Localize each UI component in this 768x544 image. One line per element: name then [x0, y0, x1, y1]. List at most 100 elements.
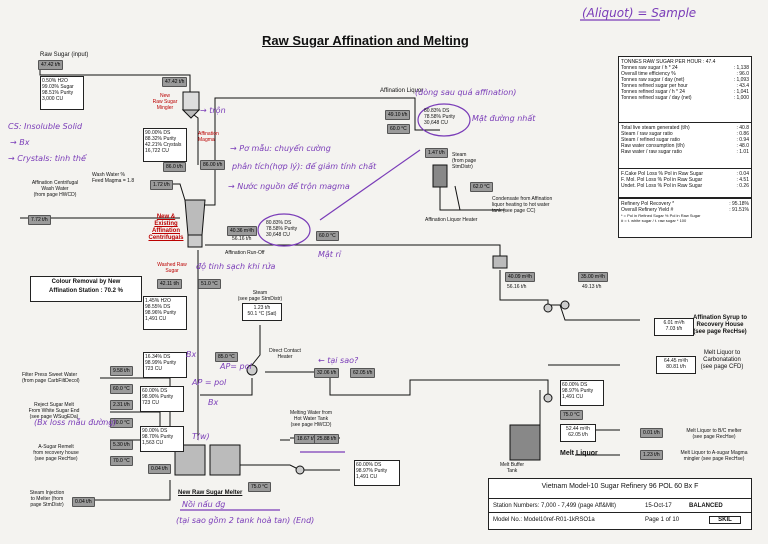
- centrifugals-label: New & Existing Affination Centrifugals: [146, 214, 186, 242]
- tonnes_box-row-value: : 43.4: [736, 83, 749, 89]
- runoff-cu: 30,648 CU: [266, 232, 290, 238]
- melt-vol: 52.44 m³/h: [566, 426, 590, 432]
- recovery-note-2: # = t. white sugar / t. raw sugar * 100: [621, 218, 687, 223]
- carb-vol: 64.45 m³/h: [664, 358, 688, 364]
- tonnes-summary-box: TONNES RAW SUGAR PER HOUR : 47.4 Tonnes …: [618, 56, 752, 126]
- c9000-ds: 90.00% DS: [142, 428, 168, 434]
- mingler-l2: Raw Sugar: [152, 99, 178, 105]
- carb-l2: Carbonatation: [703, 357, 741, 363]
- loss_box-row: Undet. Pol Loss % Pol in Raw Sugar: 0.26: [621, 183, 749, 189]
- loss_box-row-value: : 0.04: [736, 171, 749, 177]
- balance-status: BALANCED: [689, 503, 723, 509]
- tag-buffer-temp: 75.0 °C: [560, 410, 583, 420]
- magma-l2: Magma: [198, 137, 215, 143]
- tag-wash: 1.72 t/h: [150, 180, 173, 190]
- smid-l1: Steam: [252, 290, 268, 296]
- steam_box-row: Total live steam generated (t/h): 40.8: [621, 125, 749, 131]
- steam_box-row: Raw water / raw sugar ratio: 1.01: [621, 149, 749, 155]
- loss_box-row: F. Mol. Pol Loss % Pol in Raw Sugar: 4.5…: [621, 177, 749, 183]
- tonnes_box-row: Overall time efficiency %: 96.0: [621, 71, 749, 77]
- steam_box-row-value: : 0.86: [736, 131, 749, 137]
- loss_box-row-label: F. Mol. Pol Loss % Pol in Raw Sugar: [621, 177, 703, 183]
- mingler-purity: 88.32% Purity: [145, 136, 177, 142]
- c1634-cu: 723 CU: [145, 366, 162, 372]
- cent-l4: Centrifugals: [148, 235, 184, 241]
- hand-tron: → trộn: [200, 106, 226, 115]
- tag-pump1a: 40.09 m³/h: [505, 272, 535, 282]
- tag-remelt: 5.30 t/h: [110, 440, 133, 450]
- tonnes_box-row-label: Tonnes raw sugar / day (net): [621, 77, 685, 83]
- cent-l3: Affination: [152, 228, 180, 234]
- mingler-crystals: 42.21% Crystals: [145, 142, 182, 148]
- melting-water-label: Melting Water from Hot Water Tank (see p…: [283, 410, 339, 428]
- wash-l2: Feed Magma = 1.8: [92, 178, 135, 184]
- affination-liquor-label: Affination Liquor: [380, 88, 424, 94]
- recovery-note-1: * = Pol in Refined Sugar % Pol in Raw Su…: [621, 213, 701, 218]
- tag-reject-temp: 70.0 °C: [110, 418, 133, 428]
- steam_box-row-label: Steam / raw sugar ratio: [621, 131, 673, 137]
- buffer-l2: Tank: [506, 468, 518, 474]
- runoff-mass: 56.16 t/h: [232, 236, 252, 242]
- melt-purity: 98.97% Purity: [562, 388, 594, 394]
- steam_box-row-label: Total live steam generated (t/h): [621, 125, 690, 131]
- tag-steam-inj: 0.04 t/h: [72, 497, 95, 507]
- buffer-l1: Melt Buffer: [499, 462, 525, 468]
- new-melter-label: New Raw Sugar Melter: [178, 490, 243, 496]
- mingler-label: New Raw Sugar Mingler: [150, 93, 180, 111]
- runoff-comp: 80.83% DS 78.58% Purity 30,648 CU: [266, 220, 297, 238]
- cond-l3: tank (see page CC): [492, 208, 536, 214]
- hand-dong-sau: (dòng sau quá affination): [415, 88, 517, 97]
- cwash-l1: Affination Centrifugal: [31, 180, 79, 186]
- liquor-heater-label: Affination Liquor Heater: [425, 217, 478, 223]
- tonnes_box-row: Tonnes raw sugar / h * 24 : 1,138: [621, 65, 749, 71]
- tag-melter-out: 0.04 t/h: [148, 464, 171, 474]
- mingler-cu: 16,722 CU: [145, 148, 169, 154]
- steaminj-l2: to Melter (from: [30, 496, 64, 502]
- hand-insoluble: CS: Insoluble Solid: [8, 122, 83, 131]
- recovery_box-row-value: : 95.18%: [729, 201, 749, 207]
- magma-l1: Affination: [198, 131, 219, 137]
- hand-tw: T(w): [192, 432, 210, 441]
- syrup-flow-box: 6.01 m³/h 7.03 t/h: [654, 318, 694, 336]
- page-number: Page 1 of 10: [645, 517, 680, 523]
- hand-do-tinh-sach: độ tinh sạch khi rửa: [196, 262, 276, 271]
- steam-injection-label: Steam Injection to Melter (from page Stm…: [22, 490, 72, 508]
- hand-ap-pol-2: AP= pol: [220, 362, 252, 371]
- remelt-l1: A-Sugar Remelt: [38, 444, 74, 450]
- melt-mass: 62.05 t/h: [568, 432, 588, 438]
- c1634-ds: 16.34% DS: [145, 354, 171, 360]
- tonnes_box-row-label: Tonnes raw sugar / h * 24: [621, 65, 678, 71]
- runoff-ds: 80.83% DS: [266, 220, 292, 226]
- tonnes_box-row-value: : 1,138: [733, 65, 749, 71]
- mw-l3: (see page HWCD): [290, 422, 332, 428]
- syrup-mass: 7.03 t/h: [665, 326, 683, 332]
- washed-ds: 98.55% DS: [145, 304, 171, 310]
- smid-flow: 1.23 t/h: [253, 305, 271, 311]
- tag-magma2: 86.0 t/h: [163, 162, 186, 172]
- carb-mass: 80.81 t/h: [666, 364, 686, 370]
- tonnes_box-row-value: : 96.0: [736, 71, 749, 77]
- tonnes_box-row: Tonnes refined sugar / h * 24: 1,041: [621, 89, 749, 95]
- recovery-box: Refinery Pol Recovery *: 95.18%Overall R…: [618, 198, 752, 238]
- tag-liquor-out: 62.0 °C: [470, 182, 493, 192]
- affination-magma-label: Affination Magma: [198, 131, 219, 143]
- tag-runoff: 40.36 m³/h: [227, 226, 257, 236]
- c6000a-purity: 98.90% Purity: [142, 394, 174, 400]
- a-sugar-remelt-label: A-Sugar Remelt from recovery house (see …: [22, 444, 90, 462]
- hand-phan-tich: phân tích(hợp lý): để giảm tính chất: [232, 162, 377, 171]
- pol-loss-box: F.Cake Pol Loss % Pol in Raw Sugar : 0.04…: [618, 168, 752, 198]
- colour-l1: Colour Removal by New: [51, 279, 121, 285]
- tag-flow-a: 32.06 t/h: [314, 368, 340, 378]
- hsteam-l2: (from page: [452, 158, 477, 164]
- melt-comp: 60.00% DS 98.97% Purity 1,491 CU: [560, 380, 604, 406]
- loss_box-row-label: F.Cake Pol Loss % Pol in Raw Sugar: [621, 171, 703, 177]
- c9000-purity: 98.70% Purity: [142, 434, 174, 440]
- steam_box-row-label: Raw water consumption (t/h): [621, 143, 685, 149]
- remelt-l2: from recovery house: [33, 450, 79, 456]
- carb-l3: (see page CFD): [700, 364, 744, 370]
- tonnes_box-row-value: : 1,093: [733, 77, 749, 83]
- pump2-mass: 49.13 t/h: [582, 284, 602, 290]
- filter-press-label: Filter Press Sweet Water (from page Carb…: [22, 372, 80, 384]
- recovery_box-row: Refinery Pol Recovery *: 95.18%: [621, 201, 749, 207]
